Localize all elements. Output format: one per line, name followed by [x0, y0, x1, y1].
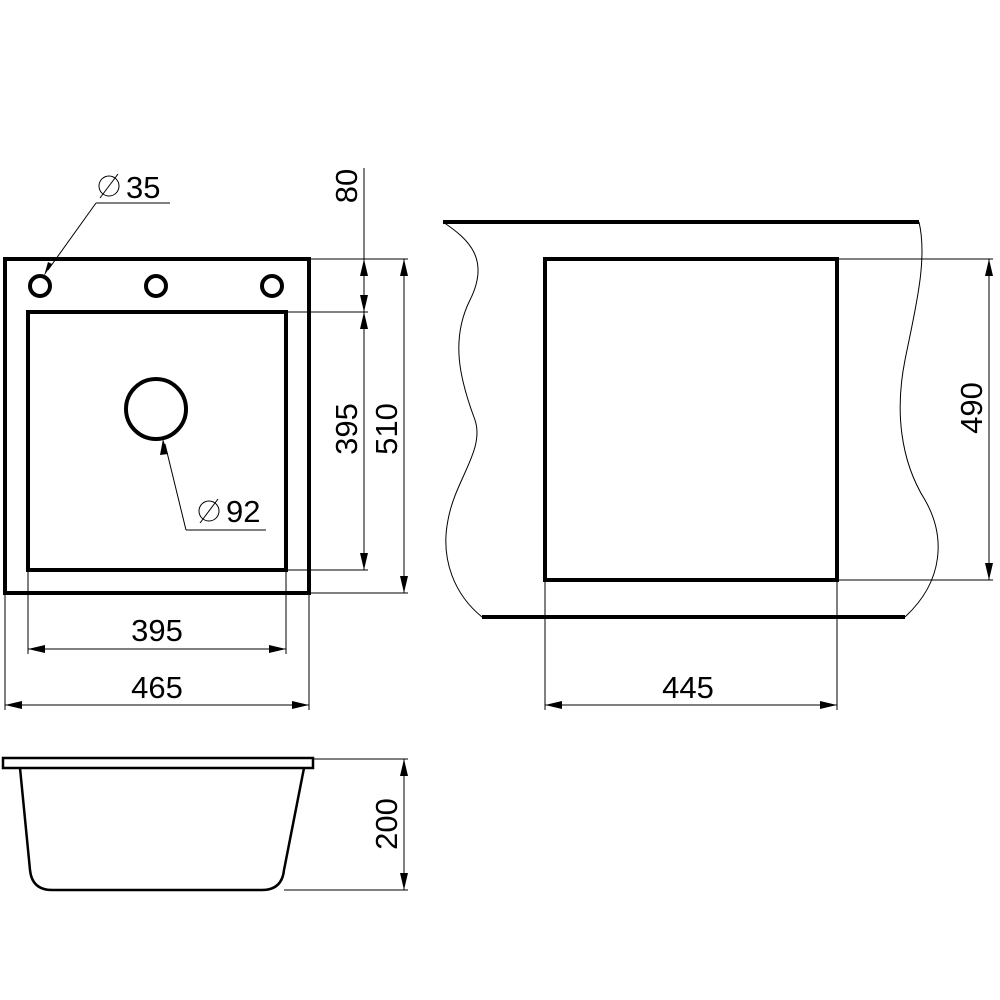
- countertop-break-right: [899, 221, 939, 618]
- cutout-outline: [543, 257, 839, 582]
- cutout-view: 490 445: [442, 220, 993, 710]
- bowl-width-label: 395: [131, 613, 183, 648]
- bowl-width-dimension: 395: [28, 613, 286, 653]
- sink-rim: [1, 756, 315, 770]
- tap-hole-right: [260, 274, 284, 298]
- countertop-break-left: [442, 221, 483, 618]
- top-view: 35 92 80 395: [3, 168, 408, 710]
- bowl-height-dimension: 200: [369, 759, 408, 890]
- bowl-height-label: 200: [369, 798, 404, 850]
- overall-depth-dimension: 510: [369, 259, 408, 593]
- bowl-side-profile: [18, 767, 306, 892]
- overall-depth-label: 510: [369, 403, 404, 455]
- overall-width-dimension: 465: [5, 670, 309, 709]
- deck-depth-label: 80: [329, 169, 364, 203]
- tap-hole-diameter-callout: 35: [44, 170, 170, 276]
- tap-hole-diameter-label: 35: [126, 170, 160, 205]
- drain-diameter-label: 92: [226, 494, 260, 529]
- drain-diameter-callout: 92: [160, 439, 266, 531]
- cutout-width-dimension: 445: [545, 670, 837, 709]
- bowl-depth-label: 395: [329, 403, 364, 455]
- bowl-outline: [26, 310, 288, 572]
- tap-hole-center: [144, 274, 168, 298]
- drain-hole: [124, 377, 188, 441]
- overall-width-label: 465: [131, 670, 183, 705]
- tap-hole-left: [28, 274, 52, 298]
- cutout-depth-label: 490: [954, 382, 989, 434]
- side-view: 200: [1, 756, 408, 892]
- bowl-depth-dimension: 395: [329, 312, 368, 570]
- cutout-depth-dimension: 490: [954, 259, 993, 580]
- deck-depth-dimension: 80: [329, 168, 368, 312]
- sink-outline: [3, 257, 311, 595]
- cutout-width-label: 445: [662, 670, 714, 705]
